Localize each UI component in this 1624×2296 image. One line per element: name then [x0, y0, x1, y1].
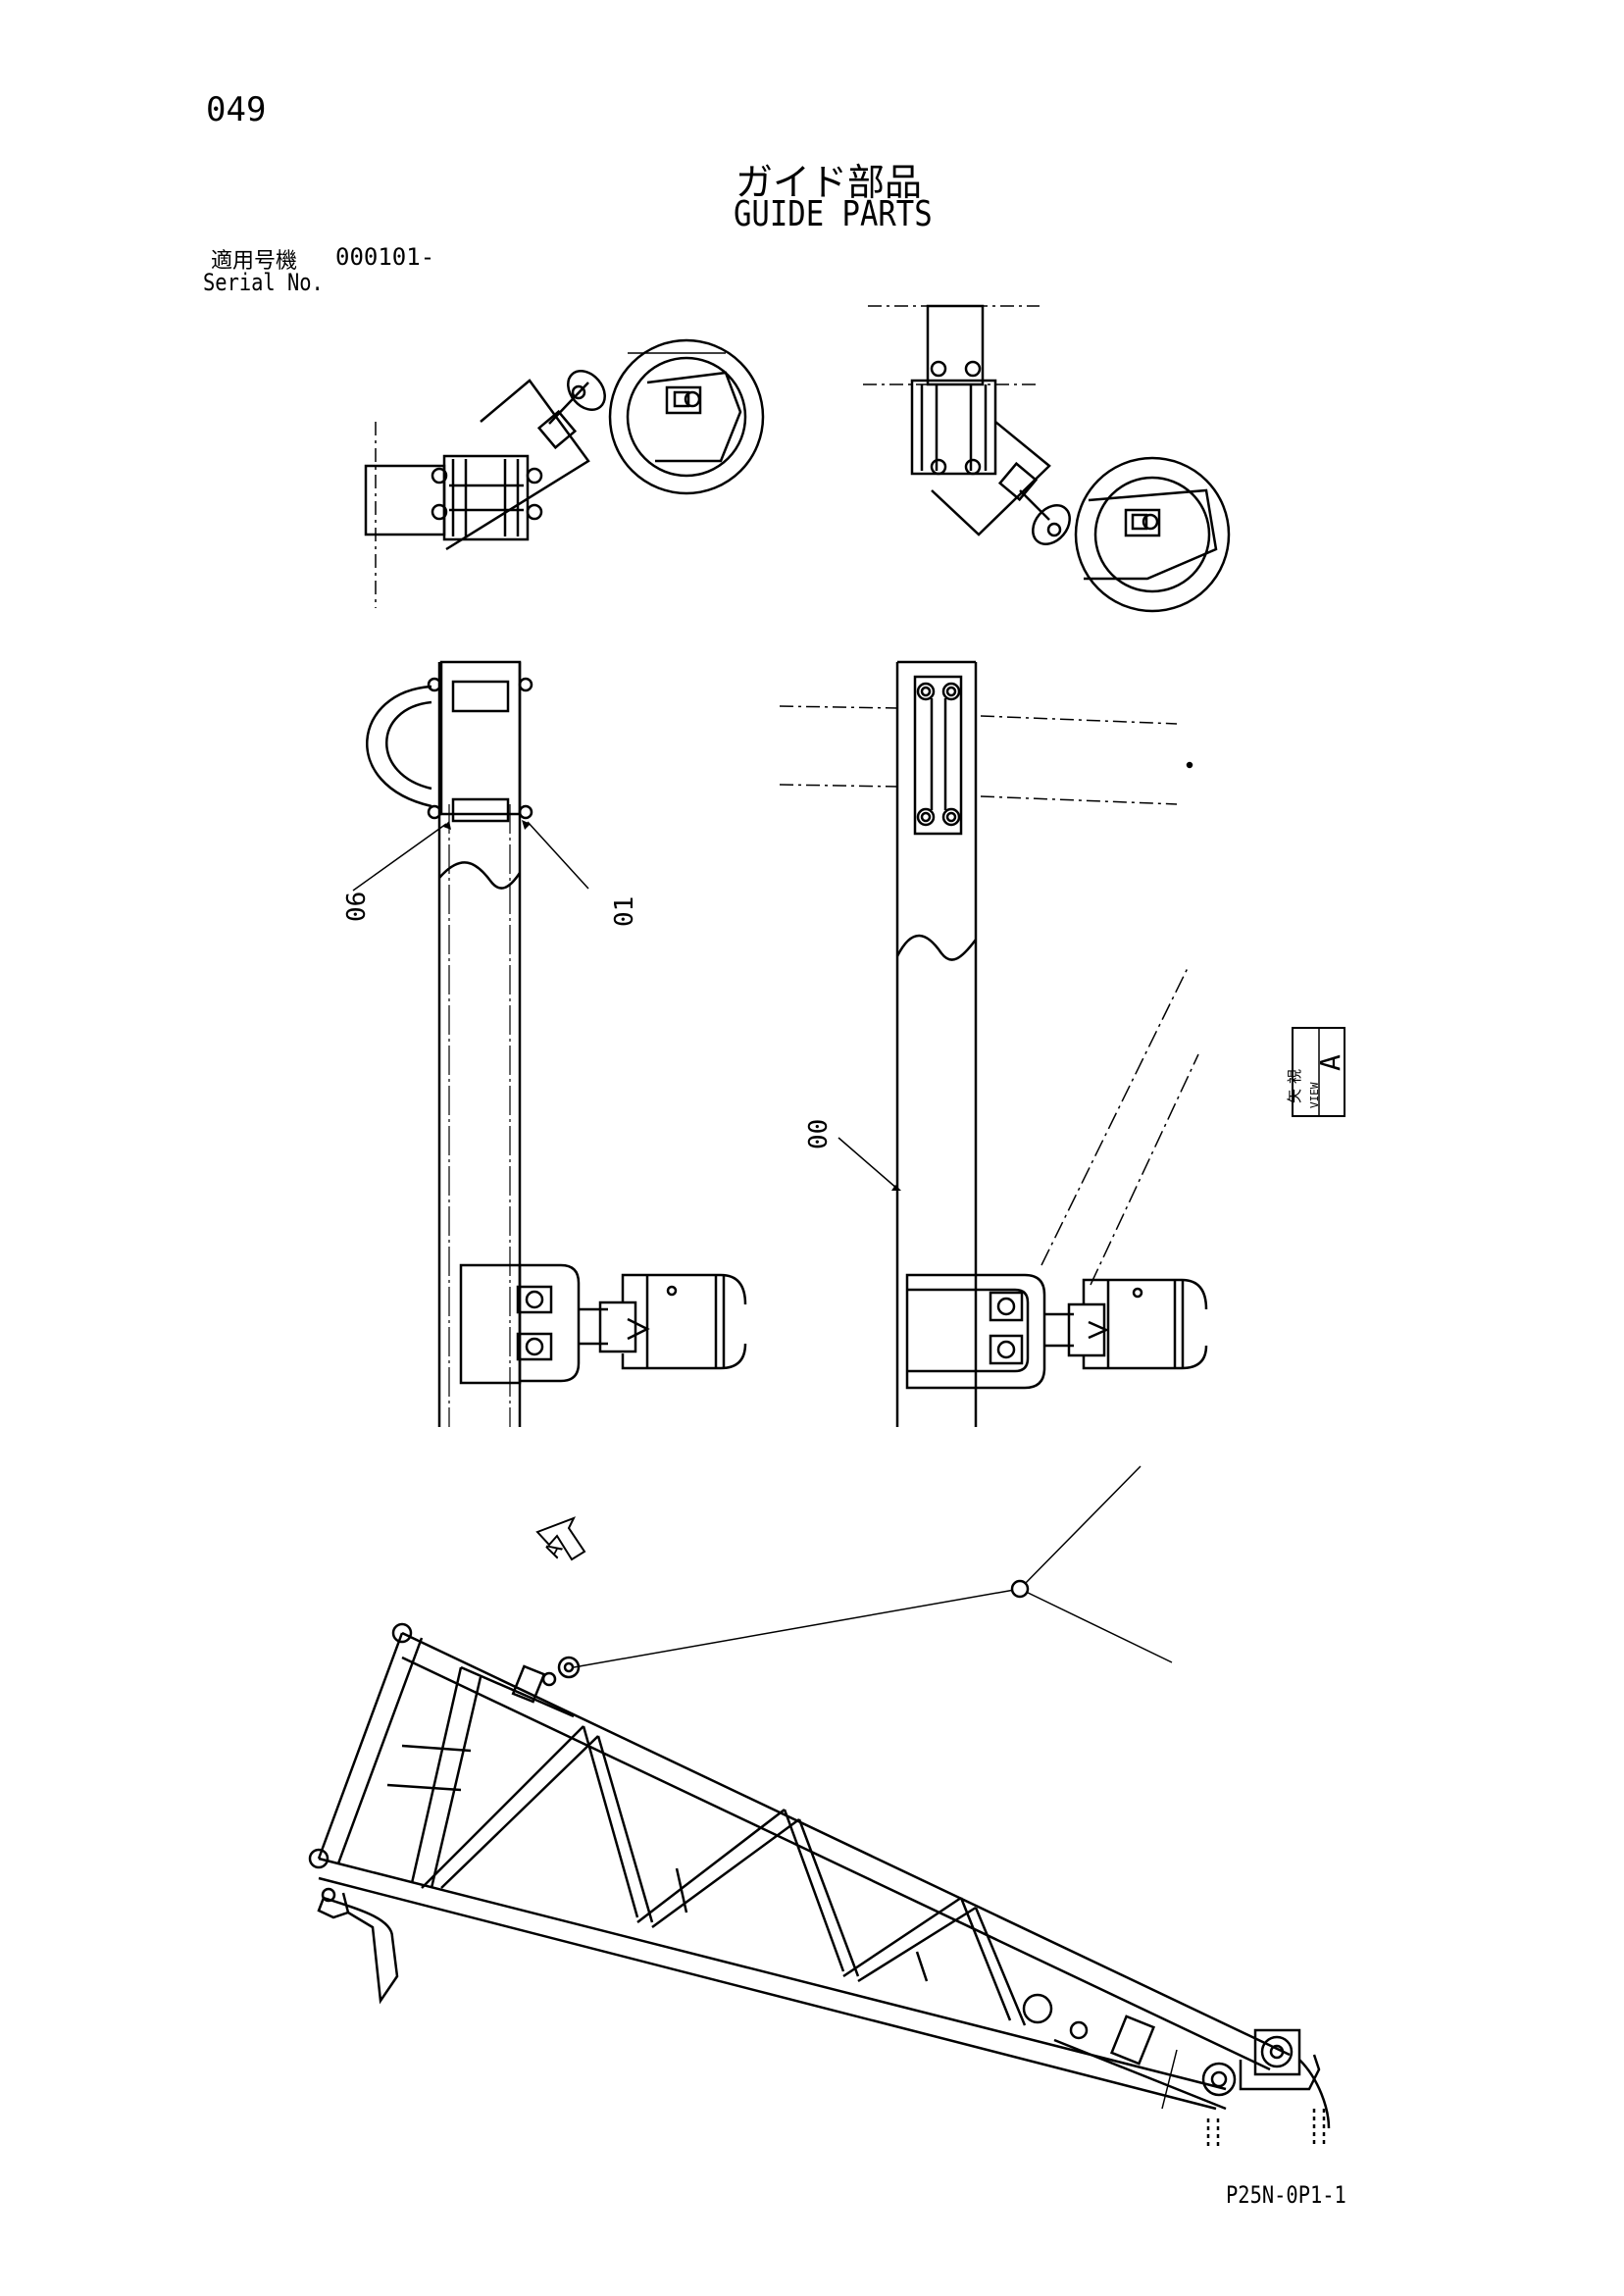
callout-06: 06 — [342, 892, 372, 922]
document-code: P25N-0P1-1 — [1226, 2181, 1346, 2209]
page-number: 049 — [206, 90, 267, 129]
view-label-en: VIEW — [1308, 1082, 1321, 1108]
view-label-ja-top: 矢 — [1286, 1089, 1303, 1103]
title-english: GUIDE PARTS — [734, 194, 933, 234]
title-japanese: ガイド部品 — [736, 161, 923, 204]
serial-number-value: 000101- — [335, 243, 435, 271]
roller-guide-right-view — [863, 304, 1231, 613]
callout-00: 00 — [804, 1119, 834, 1149]
view-arrow-a: A — [535, 1516, 586, 1562]
mast-front-view — [779, 660, 1208, 1427]
view-label-letter: A — [1314, 1054, 1346, 1071]
mast-side-view — [352, 660, 747, 1427]
serial-label-english: Serial No. — [203, 269, 324, 296]
roller-guide-left-view — [364, 338, 765, 608]
view-a-marker: 矢 視 VIEW A — [1286, 1027, 1346, 1117]
arrow-letter: A — [540, 1539, 568, 1561]
view-label-ja-bottom: 視 — [1286, 1069, 1303, 1084]
boom-overall-view — [308, 1465, 1331, 2148]
serial-label-japanese: 適用号機 — [211, 249, 298, 274]
callout-01: 01 — [610, 896, 639, 927]
